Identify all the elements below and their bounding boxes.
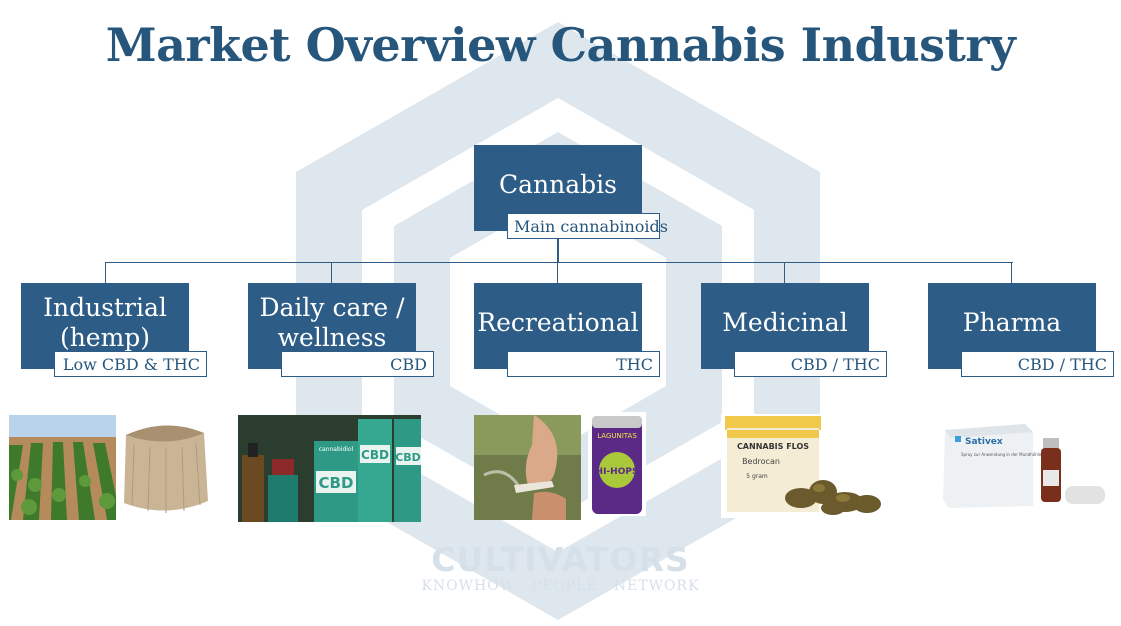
can-product-label: HI-HOPS [596, 467, 639, 477]
hemp-field-photo [9, 415, 116, 520]
can-brand-label: LAGUNITAS [597, 432, 637, 440]
category-label: Recreational [477, 308, 639, 337]
category-label: Pharma [962, 308, 1062, 337]
connector-pharma [1011, 262, 1012, 284]
category-label: Daily care / wellness [259, 293, 405, 352]
category-sublabel: CBD / THC [734, 351, 887, 377]
jar-variety-label: Bedrocan [742, 457, 780, 466]
watermark-brand-name: CULTIVATORS [431, 540, 690, 579]
beer-can-photo: LAGUNITAS HI-HOPS [588, 412, 646, 516]
sativex-spray-photo: Sativex Spray zur Anwendung in der Mundh… [941, 420, 1109, 510]
category-sublabel: THC [507, 351, 660, 377]
connector-medicinal [784, 262, 785, 284]
category-label: Medicinal [722, 308, 848, 337]
connector-horizontal-bar [105, 262, 1013, 263]
sativex-brand-label: Sativex [965, 437, 1003, 447]
jar-weight-label: 5 gram [746, 473, 768, 480]
cbd-box-small-label: cannabidiol [319, 446, 354, 453]
cbd-box-label: CBD [361, 448, 389, 462]
category-label: Industrial (hemp) [43, 293, 167, 352]
sativex-desc-label: Spray zur Anwendung in der Mundhöhle [961, 452, 1042, 457]
category-sublabel: CBD [281, 351, 434, 377]
root-node-sublabel: Main cannabinoids [507, 213, 668, 239]
watermark-tagline: KNOWHOW · PEOPLE · NETWORK [421, 578, 700, 594]
hemp-fiber-roll-photo [116, 415, 213, 520]
cbd-box-label: CBD [319, 474, 354, 492]
page-title: Market Overview Cannabis Industry [105, 18, 1016, 72]
connector-root-stem [557, 232, 559, 263]
category-sublabel: CBD / THC [961, 351, 1114, 377]
cbd-products-photo: CBD CBD CBD cannabidiol [238, 415, 421, 522]
connector-industrial [105, 262, 106, 284]
smoking-joint-photo [474, 415, 581, 520]
category-sublabel: Low CBD & THC [54, 351, 207, 377]
jar-label: CANNABIS FLOS [737, 442, 809, 451]
connector-recreational [557, 262, 558, 284]
cannabis-flos-jar-photo: CANNABIS FLOS Bedrocan 5 gram [721, 414, 887, 518]
root-node-label: Cannabis [499, 170, 617, 199]
connector-daily-care [331, 262, 332, 284]
cbd-box-label: CBD [395, 451, 421, 464]
